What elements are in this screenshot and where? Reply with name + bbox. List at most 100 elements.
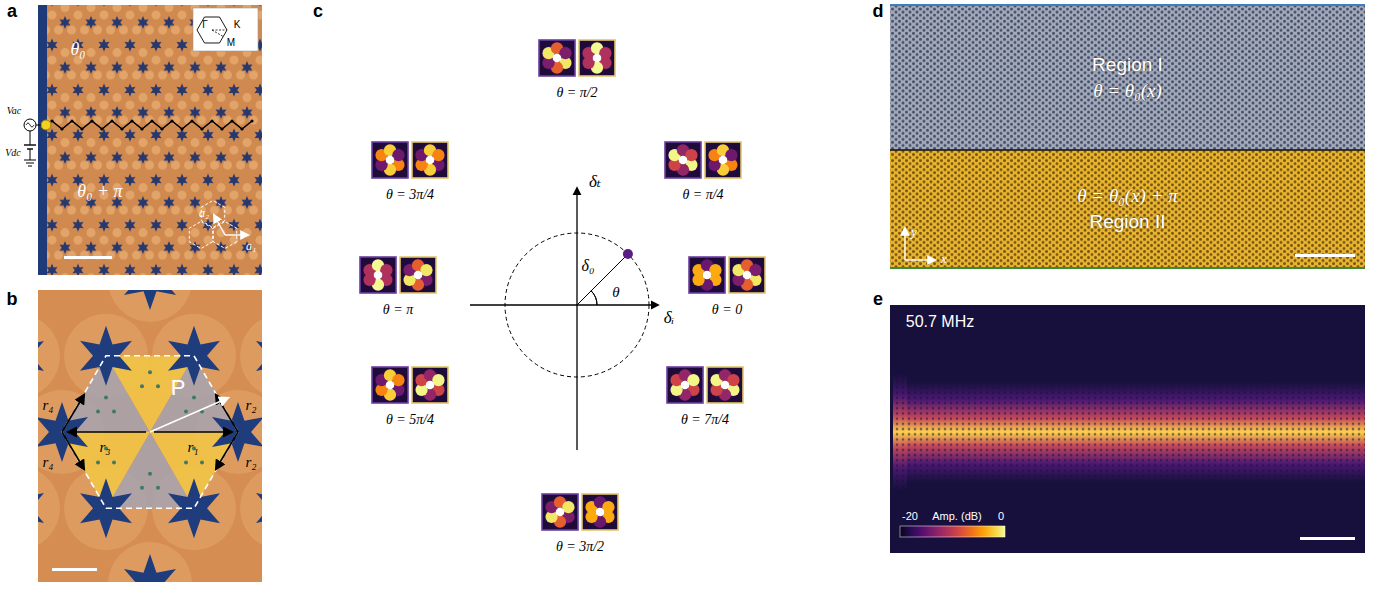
panel-c-art <box>743 271 752 280</box>
panel-b-art <box>124 290 176 310</box>
panel-c-art <box>579 40 615 76</box>
panel-c-art <box>665 142 701 178</box>
panel-c-art <box>372 142 408 178</box>
panel-d-art <box>904 228 905 260</box>
panel-c-art <box>400 257 436 293</box>
panel-c-art <box>681 381 690 390</box>
panel-b-art <box>192 396 196 400</box>
panel-a-art <box>24 144 36 145</box>
panel-c-art <box>692 258 721 292</box>
panel-a-art <box>80 127 83 130</box>
panel-c-art <box>553 54 562 63</box>
panel-c-art <box>386 156 395 165</box>
panel-a-art <box>250 119 253 122</box>
panel-b-arrows <box>154 431 232 433</box>
signal-name: Vac <box>7 105 21 116</box>
panel-a-art <box>38 5 262 275</box>
panel-a-art <box>24 5 262 275</box>
panel-a-art <box>210 119 213 122</box>
panel-c-art <box>623 249 633 259</box>
region-band: Region Iθ = θ₀(x) <box>890 5 1365 150</box>
panel-a-art <box>180 127 183 130</box>
panel-c-art <box>585 495 614 529</box>
panel-a-art <box>240 127 243 130</box>
panel-letter: a <box>7 2 17 22</box>
panel-a-art <box>170 119 173 122</box>
axis-label: x <box>941 252 947 266</box>
panel-a-art <box>30 131 31 145</box>
panel-c-art <box>412 367 448 403</box>
polarization-label: P <box>171 376 186 400</box>
panel-a-art <box>100 127 103 130</box>
panel-c-art <box>689 257 725 293</box>
panel-b-art <box>168 478 220 538</box>
panel-c-art <box>705 142 741 178</box>
symmetry-point: M <box>227 37 235 48</box>
panel-d-art <box>890 5 1365 268</box>
panel-c-art <box>721 381 730 390</box>
panel-b-art <box>124 554 176 582</box>
symmetry-point: K <box>234 19 241 30</box>
panel-c-art <box>689 257 725 293</box>
panel-c-art <box>360 257 396 293</box>
panel-a-art <box>130 119 133 122</box>
panel-c-art <box>415 368 444 402</box>
panel-c-art <box>582 494 618 530</box>
panel-c-art <box>363 258 392 292</box>
panel-c-art <box>707 367 743 403</box>
panel-b-art <box>140 486 144 490</box>
panel-c-art <box>729 257 765 293</box>
frequency-label: 50.7 MHz <box>906 313 974 331</box>
panel-c-art <box>596 508 605 517</box>
panel-c-art <box>372 367 408 403</box>
panel-c-art <box>542 494 578 530</box>
panel-c-art <box>670 368 699 402</box>
panel-c-art <box>386 381 395 390</box>
panel-b-art <box>148 370 152 374</box>
region-band: θ = θ₀(x) + πRegion II <box>890 150 1365 268</box>
colorbar-tick: 0 <box>998 510 1004 522</box>
panel-a-art <box>120 127 123 130</box>
panel-c-art <box>710 368 739 402</box>
angle-label: θ = 3π/2 <box>556 539 604 554</box>
panel-a-art <box>70 119 73 122</box>
panel-c-art <box>542 494 578 530</box>
panel-c-art <box>412 142 448 178</box>
panel-c-art <box>412 142 448 178</box>
panel-e-art <box>893 374 1365 490</box>
panel-c-art <box>556 508 565 517</box>
panel-b-art <box>184 460 188 464</box>
panel-a-art <box>64 256 112 259</box>
panel-c-art <box>665 142 701 178</box>
panel-c-art <box>708 143 737 177</box>
panel-d-art <box>890 150 1365 268</box>
panel-c-art <box>579 40 615 76</box>
panel-c-art <box>374 271 383 280</box>
panel-a-art <box>28 166 32 167</box>
panel-e-art <box>890 305 1365 553</box>
panel-b-arrows <box>62 395 84 432</box>
axis-label: δₜ <box>589 173 601 192</box>
panel-b-art <box>184 410 188 414</box>
panel-a-art <box>30 149 31 160</box>
panel-b-art <box>96 460 100 464</box>
panel-b-art <box>256 478 262 538</box>
panel-c-art <box>360 257 396 293</box>
panel-b-art <box>38 290 262 582</box>
radius-label: δ₀ <box>582 257 595 275</box>
region-title: θ = θ₀(x) + π <box>1077 183 1178 209</box>
panel-c-art <box>414 271 423 280</box>
panel-a-art <box>26 123 34 127</box>
panel-a-art <box>24 160 36 161</box>
panel-c-art <box>470 304 658 305</box>
panel-c-art <box>732 258 761 292</box>
panel-letter: e <box>873 290 883 310</box>
panel-e-art <box>890 305 1365 553</box>
panel-b-art <box>156 384 160 388</box>
panel-a-art <box>38 5 47 275</box>
panel-a-art <box>41 120 51 130</box>
angle-label: θ = 7π/4 <box>681 412 729 427</box>
angle-symbol: θ <box>612 284 619 301</box>
panel-c-art <box>582 41 611 75</box>
